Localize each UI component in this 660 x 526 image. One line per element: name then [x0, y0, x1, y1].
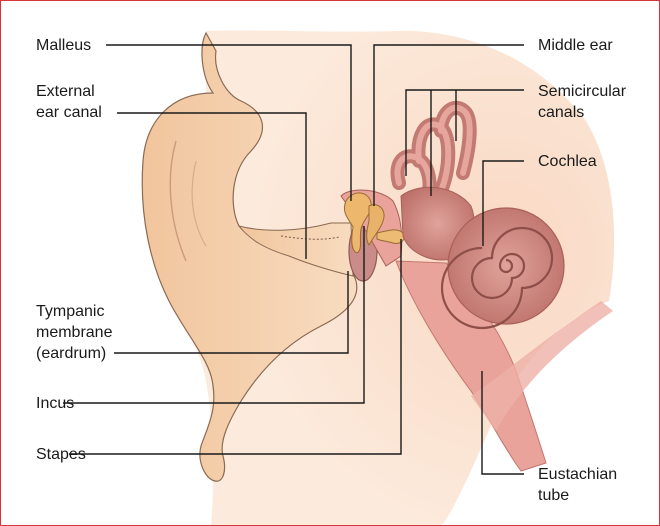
label-middle-ear: Middle ear [538, 35, 613, 56]
label-eustachian-tube: Eustachian tube [538, 464, 617, 506]
label-cochlea: Cochlea [538, 151, 597, 172]
label-semicircular-canals: Semicircular canals [538, 81, 626, 123]
label-external-ear-canal: External ear canal [36, 81, 102, 123]
label-tympanic-membrane: Tympanic membrane (eardrum) [36, 301, 112, 364]
label-stapes: Stapes [36, 444, 86, 465]
label-malleus: Malleus [36, 35, 91, 56]
cochlea-shape [448, 208, 564, 324]
label-incus: Incus [36, 393, 74, 414]
